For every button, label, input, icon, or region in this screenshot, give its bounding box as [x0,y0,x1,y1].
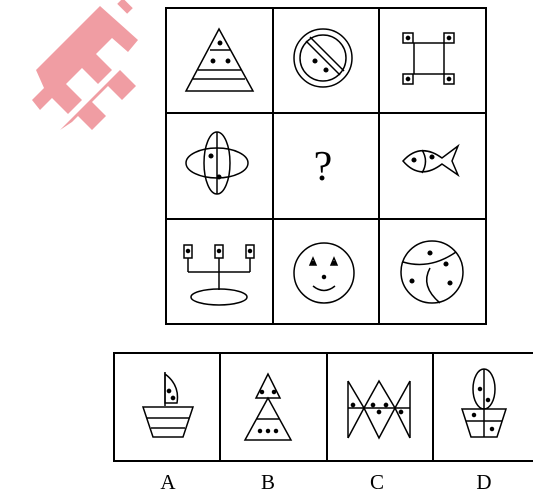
cell-square-corner-boxes [403,33,454,84]
option-c-zigzag-triangles[interactable] [348,381,410,438]
option-d-flower-pot[interactable] [462,369,506,437]
cell-fish [403,146,458,175]
option-c-label: C [357,470,397,495]
cell-prohibition-sign [294,29,352,87]
cell-candelabra [184,245,254,305]
cell-smiley-face [294,243,354,303]
option-a-label: A [148,470,188,495]
logo-watermark-icon [32,0,138,130]
cell-divided-circle [401,241,463,303]
option-a-sail-boat[interactable] [143,372,193,437]
cell-crossed-ellipses [186,132,248,194]
option-b-stacked-triangles[interactable] [245,374,291,440]
missing-cell-question-mark: ? [314,144,333,190]
option-d-label: D [464,470,504,495]
cell-striped-triangle [186,29,253,91]
option-b-label: B [248,470,288,495]
